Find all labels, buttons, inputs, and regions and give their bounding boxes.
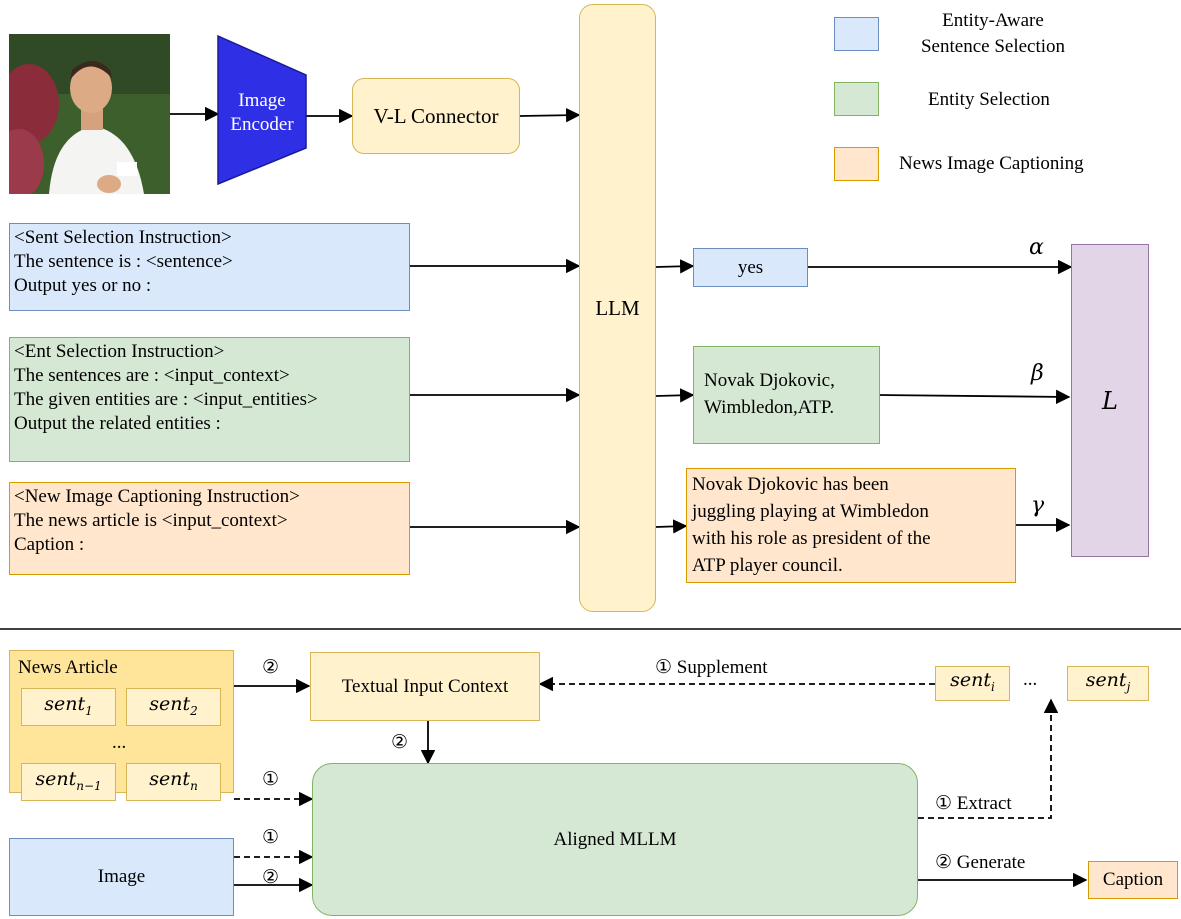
vl-connector-label: V-L Connector	[373, 104, 499, 128]
image-encoder-label-1: Image	[238, 90, 286, 111]
arrow-extract	[918, 698, 1059, 819]
legend-label-entity-selection: Entity Selection	[928, 89, 1050, 110]
news-photo	[9, 34, 170, 194]
ent-selection-instruction: <Ent Selection Instruction> The sentence…	[9, 337, 410, 462]
arrow-entities-loss	[879, 389, 1071, 405]
news-article-title: News Article	[18, 657, 118, 678]
llm-block: LLM	[579, 4, 656, 612]
generate-label: ② Generate	[935, 852, 1026, 873]
legend-swatch-sentence-selection	[834, 17, 879, 51]
step-image-mllm-1: ①	[262, 827, 280, 848]
sent-j: sentj	[1067, 666, 1149, 701]
llm-label: LLM	[595, 296, 640, 320]
output-entities: Novak Djokovic, Wimbledon,ATP.	[693, 346, 880, 444]
sent-1: sent1	[21, 688, 116, 726]
sent-2: sent2	[126, 688, 221, 726]
aligned-mllm: Aligned MLLM	[312, 763, 918, 916]
step-image-mllm-2: ②	[262, 867, 280, 888]
sent-n-minus-1: sentn−1	[21, 763, 116, 801]
step-article-mllm: ①	[262, 769, 280, 790]
weight-alpha: α	[1029, 235, 1044, 260]
photo-illustration	[9, 34, 170, 194]
legend-label-sentence-selection: Entity-Aware Sentence Selection	[920, 10, 1066, 57]
legend-label-captioning: News Image Captioning	[899, 153, 1084, 174]
arrow-connector-llm	[519, 108, 581, 123]
image-encoder: Image Encoder	[218, 88, 306, 138]
step-article-context: ②	[262, 657, 280, 678]
supplement-label: ① Supplement	[655, 657, 768, 678]
weight-beta: β	[1031, 361, 1044, 386]
caption-instruction: <New Image Captioning Instruction> The n…	[9, 482, 410, 575]
loss-label: L	[1102, 386, 1118, 415]
output-caption: Novak Djokovic has been juggling playing…	[686, 468, 1016, 583]
extract-label: ① Extract	[935, 793, 1012, 814]
textual-input-context: Textual Input Context	[310, 652, 540, 721]
caption-output: Caption	[1088, 861, 1178, 899]
output-yes: yes	[693, 248, 808, 287]
arrow-llm-entities	[655, 388, 695, 403]
image-input: Image	[9, 838, 234, 916]
step-context-mllm: ②	[391, 732, 409, 753]
sent-selection-instruction: <Sent Selection Instruction> The sentenc…	[9, 223, 410, 311]
weight-gamma: γ	[1031, 493, 1045, 518]
arrow-llm-caption	[655, 519, 688, 534]
extracted-ellipsis: ...	[1023, 669, 1038, 690]
legend-swatch-captioning	[834, 147, 879, 181]
article-ellipsis: ...	[112, 732, 127, 753]
sent-n: sentn	[126, 763, 221, 801]
image-encoder-label-2: Encoder	[230, 114, 294, 135]
legend-swatch-entity-selection	[834, 82, 879, 116]
arrow-llm-yes	[655, 259, 695, 274]
vl-connector: V-L Connector	[352, 78, 520, 154]
sent-i: senti	[935, 666, 1010, 701]
loss-block: L	[1071, 244, 1149, 557]
